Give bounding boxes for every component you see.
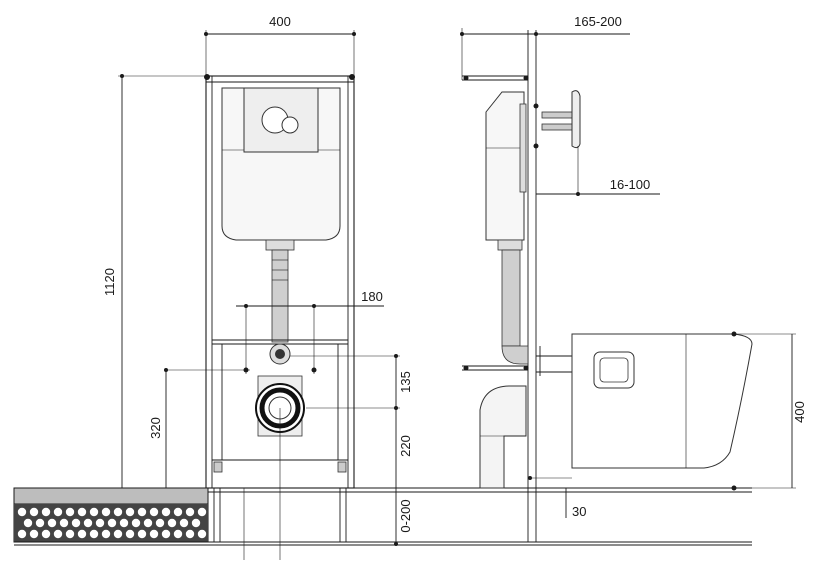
insulation-hole — [53, 529, 63, 539]
insulation-hole — [47, 518, 57, 528]
dim-line-outlet-spacing — [236, 304, 384, 374]
insulation-hole — [17, 529, 27, 539]
insulation-hole — [173, 529, 183, 539]
flush-pipe-side — [501, 249, 521, 347]
insulation-hole — [119, 518, 129, 528]
label-drain-height: 220 — [398, 435, 413, 457]
insulation-hole — [149, 529, 159, 539]
insulation-hole — [161, 507, 171, 517]
label-height-total: 1120 — [102, 268, 117, 296]
label-floor-gap: 30 — [572, 504, 586, 519]
insulation-hole — [71, 518, 81, 528]
insulation-hole — [29, 529, 39, 539]
dim-line-height-total — [118, 74, 206, 488]
insulation-hole — [125, 507, 135, 517]
insulation-hole — [113, 529, 123, 539]
insulation-hole — [35, 518, 45, 528]
insulation-hole — [173, 507, 183, 517]
insulation-hole — [149, 507, 159, 517]
insulation-hole — [77, 507, 87, 517]
insulation-hole — [155, 518, 165, 528]
insulation-hole — [59, 518, 69, 528]
front-view — [118, 30, 400, 560]
cistern-side — [485, 91, 525, 241]
side-view — [460, 28, 796, 542]
insulation-hole — [191, 518, 201, 528]
insulation-hole — [197, 529, 207, 539]
label-width-total: 400 — [269, 14, 291, 29]
insulation-hole — [167, 518, 177, 528]
label-floor-adjust: 0-200 — [398, 499, 413, 532]
insulation-hole — [41, 529, 51, 539]
label-wall-distance: 165-200 — [574, 14, 622, 29]
insulation-hole — [125, 529, 135, 539]
dim-line-depth-range — [536, 146, 660, 196]
label-outlet-height: 320 — [148, 417, 163, 439]
dim-line-pipe-drain — [290, 354, 400, 488]
insulation-hole — [89, 529, 99, 539]
label-depth-range: 16-100 — [610, 177, 650, 192]
dim-line-width-total — [204, 30, 356, 78]
insulation-hole — [131, 518, 141, 528]
insulation-hole — [65, 507, 75, 517]
insulation-hole — [95, 518, 105, 528]
insulation-hole — [53, 507, 63, 517]
flush-plate-side — [571, 90, 581, 149]
insulation-hole — [101, 529, 111, 539]
insulation-hole — [137, 507, 147, 517]
insulation-hole — [143, 518, 153, 528]
dim-line-bowl-height — [731, 331, 796, 491]
toilet-bowl-side — [571, 333, 753, 469]
insulation-hole — [137, 529, 147, 539]
insulation-hole — [161, 529, 171, 539]
dim-line-wall-distance — [460, 28, 630, 80]
drain-bend-side — [479, 385, 527, 489]
insulation-hole — [185, 507, 195, 517]
label-outlet-spacing: 180 — [361, 289, 383, 304]
insulation-hole — [185, 529, 195, 539]
insulation-hole — [77, 529, 87, 539]
insulation-hole — [107, 518, 117, 528]
insulation-hole — [41, 507, 51, 517]
label-bowl-height: 400 — [792, 401, 807, 423]
insulation-hole — [89, 507, 99, 517]
insulation-hole — [179, 518, 189, 528]
dim-line-outlet-height — [164, 368, 250, 488]
flush-button-small-icon — [281, 116, 299, 134]
dim-line-floor-gap — [528, 476, 572, 518]
insulation-hole — [197, 507, 207, 517]
insulation-hole — [113, 507, 123, 517]
flush-pipe — [271, 249, 289, 343]
insulation-hole — [101, 507, 111, 517]
insulation-hole — [83, 518, 93, 528]
insulation-hole — [29, 507, 39, 517]
floor-section — [13, 487, 752, 546]
insulation-hole — [17, 507, 27, 517]
insulation-hole — [23, 518, 33, 528]
label-pipe-spacing: 135 — [398, 371, 413, 393]
insulation-hole — [65, 529, 75, 539]
